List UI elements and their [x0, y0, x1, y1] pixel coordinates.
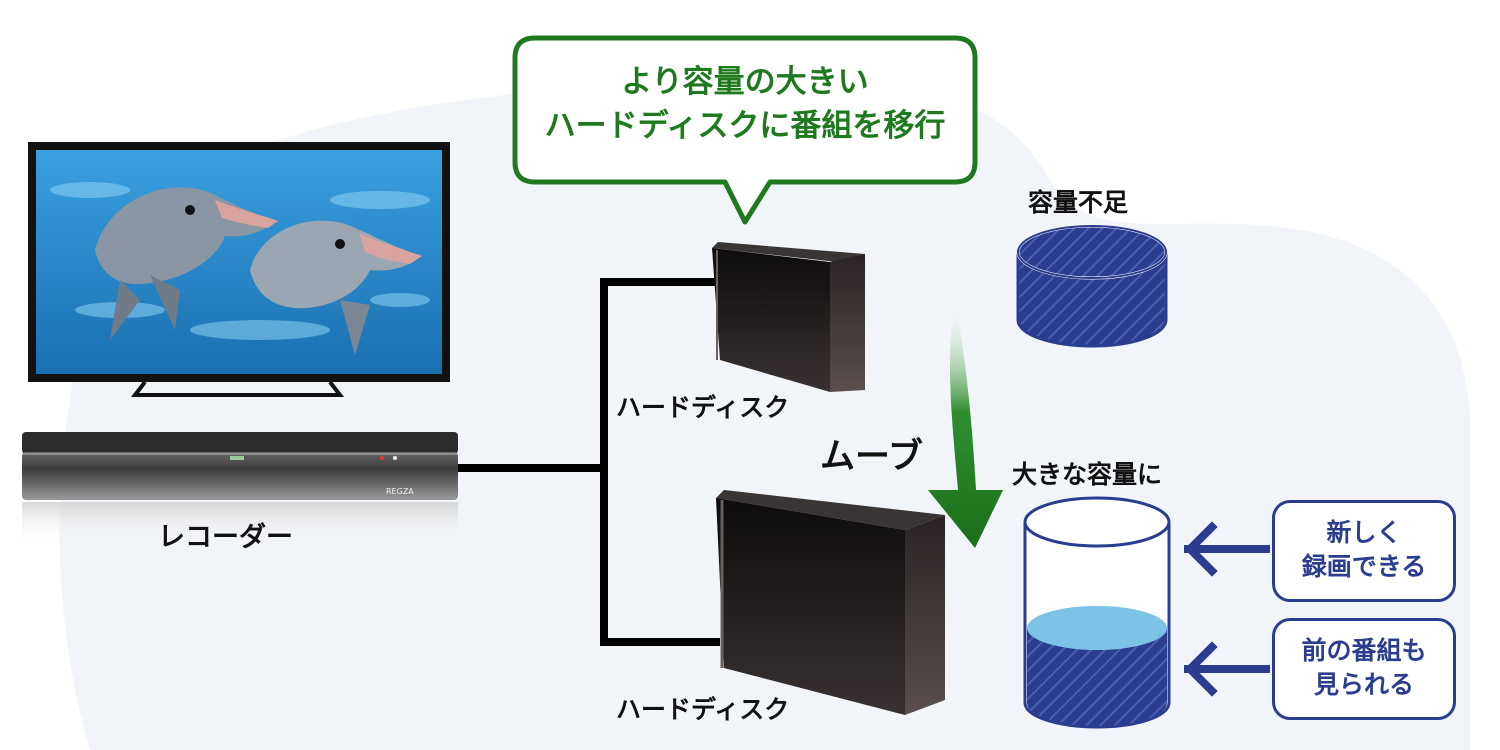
- recorder-device: REGZA: [22, 432, 458, 544]
- move-label: ムーブ: [820, 437, 923, 477]
- hard-disk-large: [716, 490, 945, 715]
- dolphin-image: [250, 220, 422, 355]
- move-arrow: [928, 300, 1003, 548]
- capacity-full-cylinder: [1016, 224, 1168, 348]
- bubble-line-2: ハードディスクに番組を移行: [544, 108, 946, 144]
- note-line: 新しく: [1326, 518, 1402, 547]
- hdd-top-label: ハードディスク: [616, 393, 790, 422]
- hard-disk-small: [712, 242, 865, 392]
- left-arrow-icon: [1184, 521, 1270, 577]
- connection-cable: [458, 278, 720, 646]
- bubble-text: より容量の大きい ハードディスクに番組を移行: [515, 60, 975, 148]
- hdd-bottom-label: ハードディスク: [616, 695, 790, 724]
- recorder-label: レコーダー: [158, 522, 293, 553]
- new-recording-note: 新しく 録画できる: [1272, 500, 1456, 602]
- television: [28, 142, 450, 397]
- capacity-short-label: 容量不足: [1028, 188, 1129, 217]
- capacity-large-cylinder: [1023, 496, 1171, 729]
- dolphin-image: [95, 187, 278, 340]
- recorder-brand: REGZA: [386, 487, 414, 496]
- bubble-line-1: より容量の大きい: [621, 64, 869, 100]
- left-arrow-icon: [1184, 641, 1270, 697]
- old-programs-note: 前の番組も 見られる: [1272, 618, 1456, 720]
- note-line: 録画できる: [1301, 552, 1427, 581]
- note-line: 前の番組も: [1301, 636, 1427, 665]
- note-line: 見られる: [1313, 670, 1414, 699]
- capacity-large-label: 大きな容量に: [1012, 460, 1163, 489]
- speech-bubble: [512, 35, 978, 225]
